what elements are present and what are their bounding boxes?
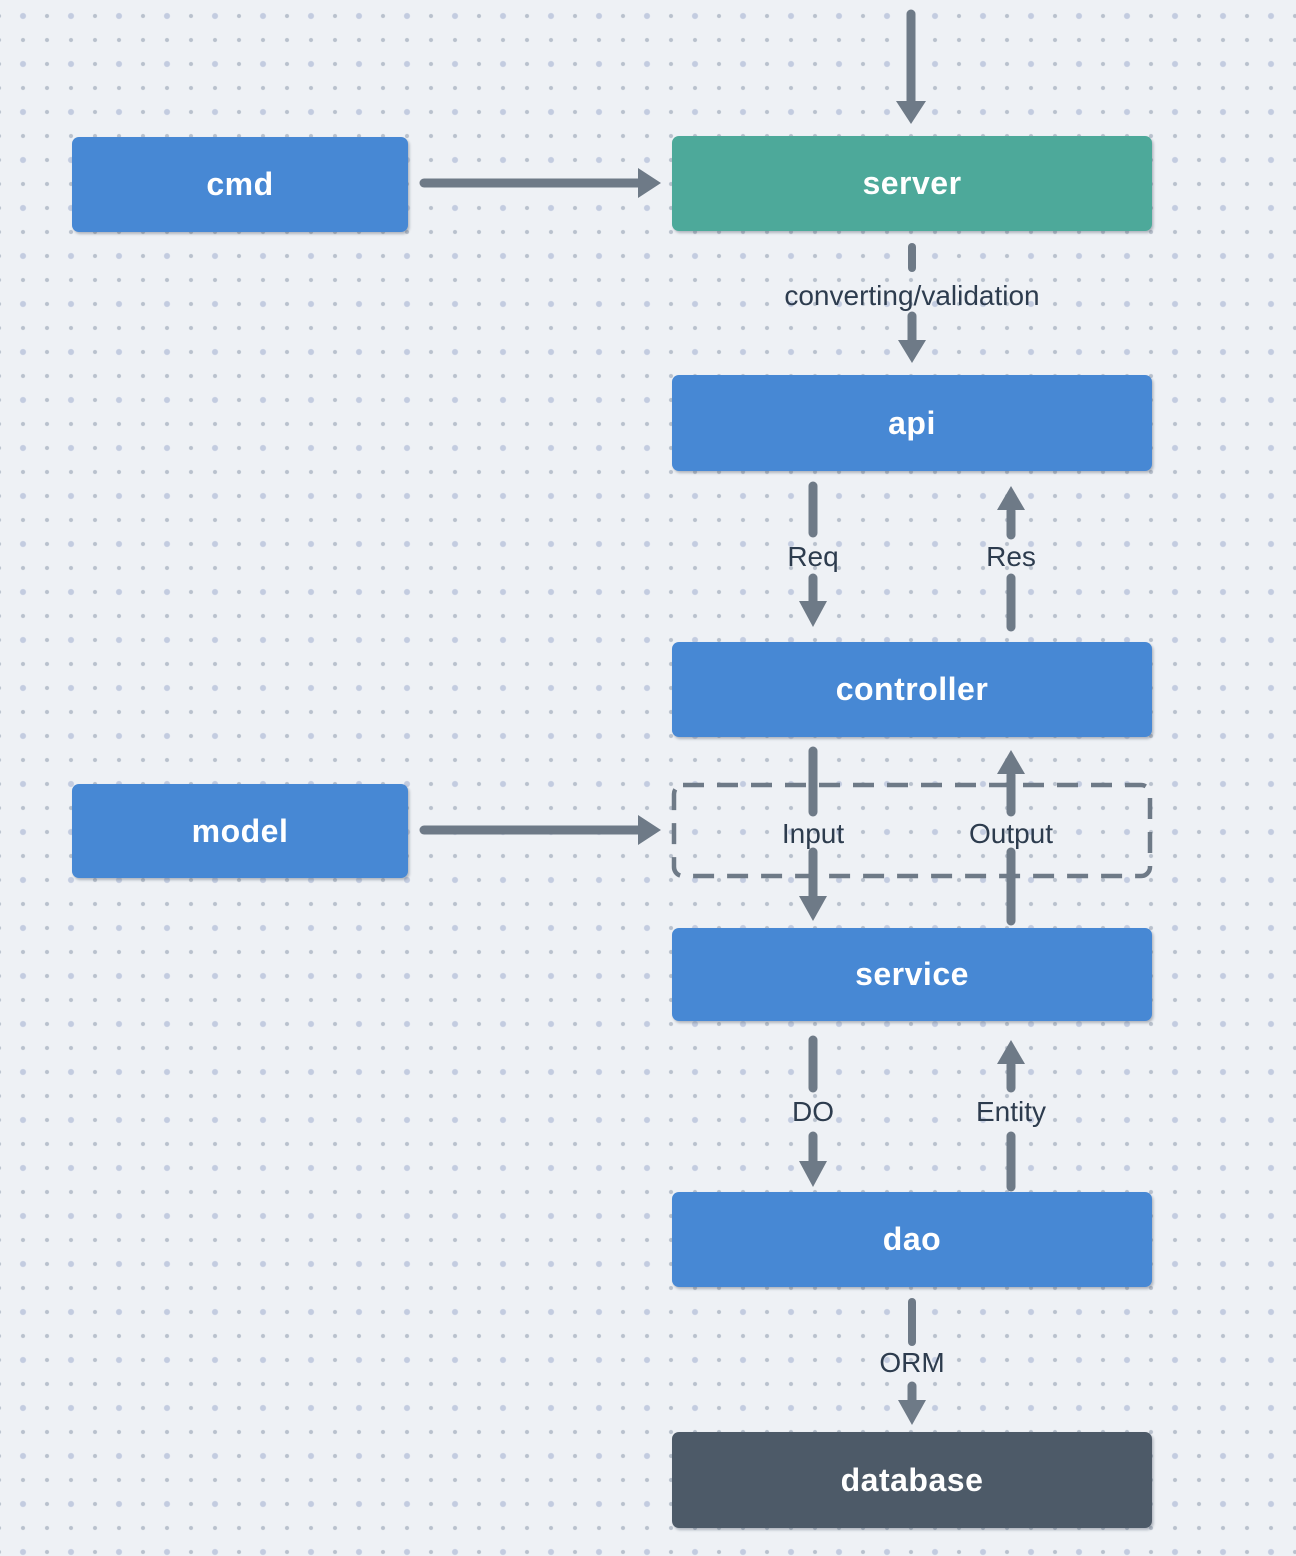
arrow-cmd-to-server-head: [638, 168, 661, 198]
arrow-output-head: [997, 750, 1025, 774]
edge-label-req: Req: [787, 541, 839, 572]
arrow-req-head: [799, 601, 827, 627]
node-database: database: [672, 1432, 1152, 1528]
node-cmd: cmd: [72, 137, 408, 232]
node-api: api: [672, 375, 1152, 471]
node-dao: dao: [672, 1192, 1152, 1287]
arrow-server-to-api-head: [898, 340, 926, 363]
arrow-entity-head: [997, 1040, 1025, 1064]
node-server: server: [672, 136, 1152, 231]
edge-label-res: Res: [986, 541, 1036, 572]
arrow-do-head: [799, 1161, 827, 1187]
arrow-orm-head: [898, 1400, 926, 1425]
node-model: model: [72, 784, 408, 878]
edge-label-entity: Entity: [975, 1096, 1047, 1127]
edge-label-converting-validation: converting/validation: [784, 280, 1040, 311]
edge-label-orm: ORM: [879, 1347, 945, 1378]
arrow-input-head: [799, 896, 827, 921]
arrow-res-head: [997, 486, 1025, 510]
edge-label-do: DO: [792, 1096, 834, 1127]
node-controller: controller: [672, 642, 1152, 737]
arrow-top-into-server-head: [896, 101, 926, 124]
edge-label-input: Input: [781, 818, 845, 849]
edge-label-output: Output: [968, 818, 1054, 849]
node-service: service: [672, 928, 1152, 1021]
arrow-model-to-scope-head: [638, 815, 661, 845]
dashed-model-scope-box: [671, 782, 1153, 879]
